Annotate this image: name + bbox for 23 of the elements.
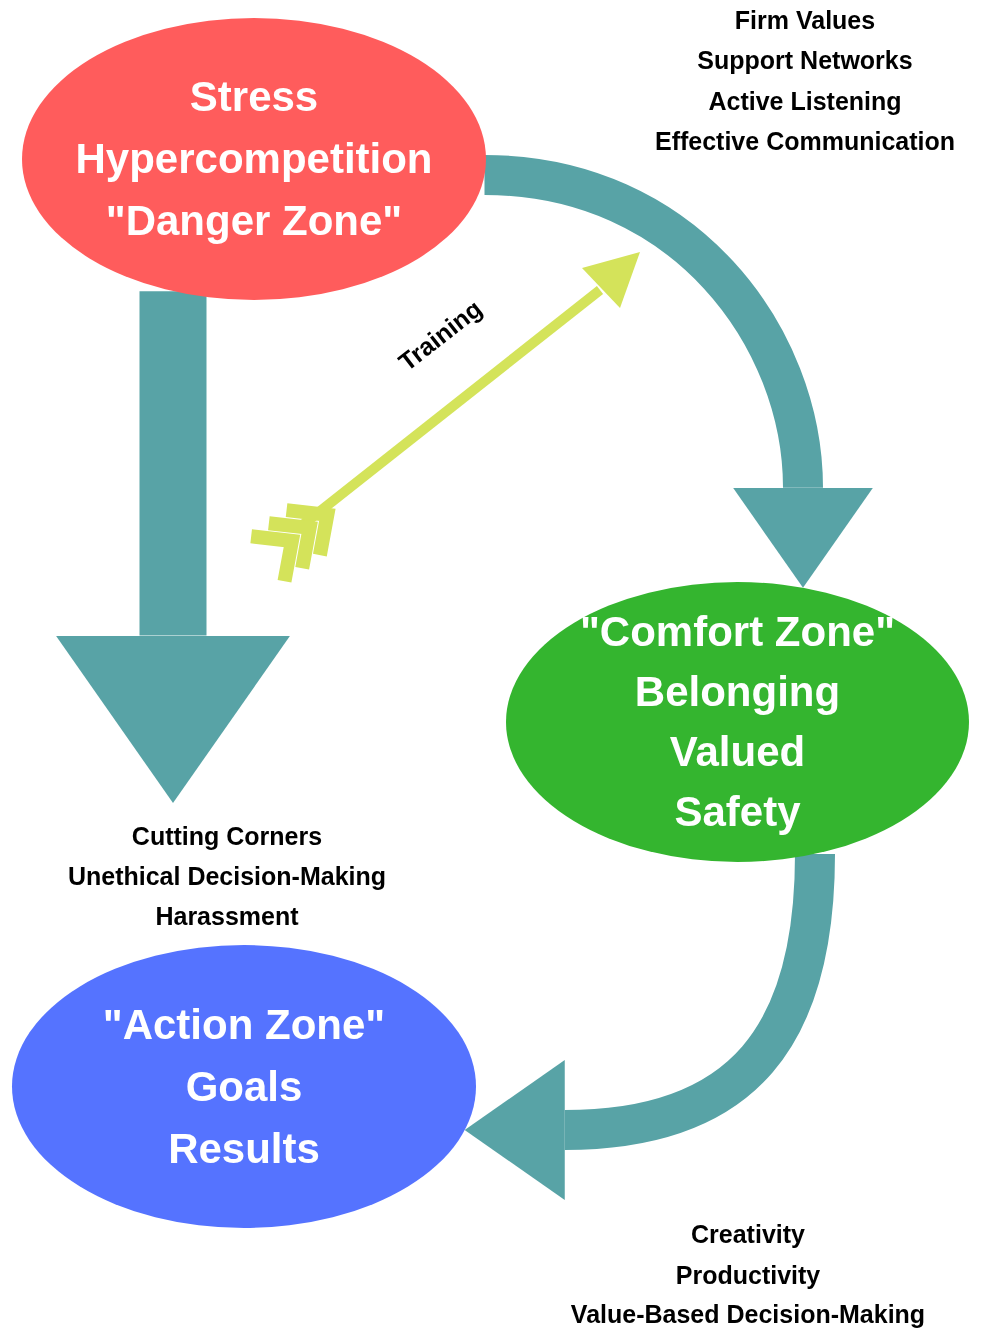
zone-text: Valued [669, 727, 806, 777]
zone-text: "Comfort Zone" [579, 607, 896, 657]
outcome-text: Value-Based Decision-Making [570, 1299, 926, 1329]
outcome-text: Support Networks [697, 45, 913, 75]
zone-text: Results [168, 1123, 320, 1174]
outcome-text: Effective Communication [654, 126, 956, 156]
zone-text: "Danger Zone" [105, 196, 403, 246]
outcome-text: Active Listening [708, 86, 902, 116]
curved-arrow [464, 853, 835, 1200]
zone-text: Stress [189, 72, 319, 122]
zone-text: Goals [185, 1061, 303, 1112]
curved-arrow [55, 291, 291, 803]
zone-text: Hypercompetition [75, 134, 433, 184]
outcome-text: Productivity [675, 1260, 821, 1290]
outcome-text: Creativity [691, 1219, 805, 1249]
outcome-text: Harassment [155, 901, 299, 931]
outcome-text: Cutting Corners [131, 821, 323, 851]
curved-arrow [483, 155, 873, 588]
outcome-text: Unethical Decision-Making [67, 861, 387, 891]
outcome-text: Firm Values [734, 5, 876, 35]
zone-text: Safety [674, 787, 801, 837]
zone-text: Belonging [634, 667, 841, 717]
zone-text: "Action Zone" [102, 999, 386, 1050]
